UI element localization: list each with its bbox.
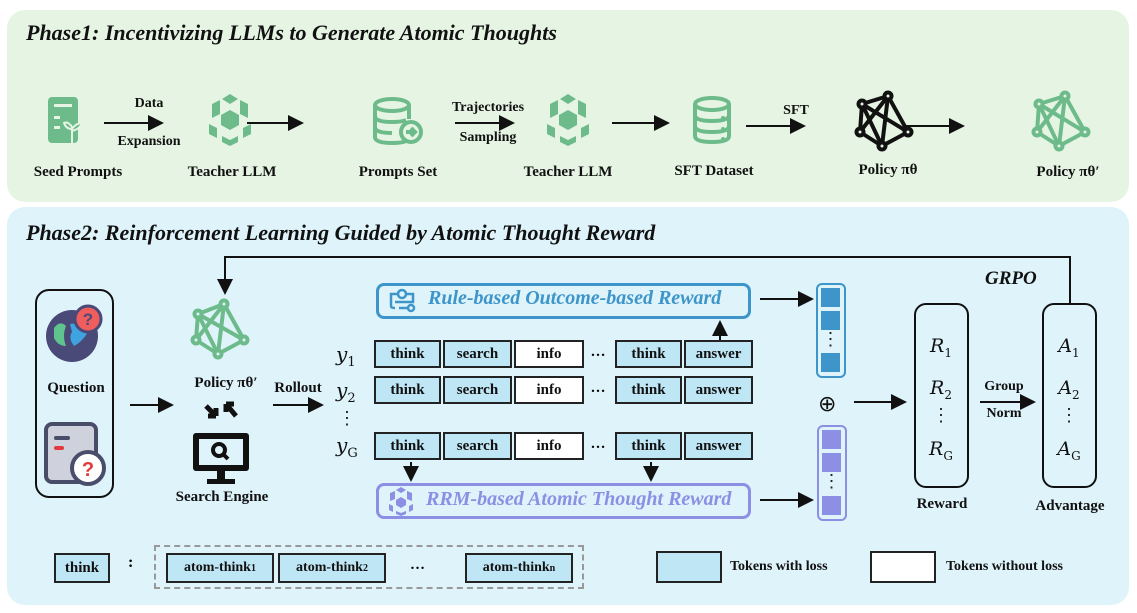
- edge-label-sampling: Sampling: [459, 130, 517, 145]
- edge-label-trajectories: Trajectories: [451, 100, 525, 115]
- norm-label: Norm: [986, 406, 1022, 421]
- token-info: info: [514, 340, 584, 368]
- search-engine-label: Search Engine: [175, 489, 269, 505]
- node-sft-dataset: SFT Dataset: [674, 163, 754, 179]
- reward-box: R1 R2 ⋮ RG: [914, 303, 969, 488]
- phase2-title: Phase2: Reinforcement Learning Guided by…: [26, 220, 656, 245]
- rollout-label: Rollout: [274, 380, 322, 396]
- token-search: search: [443, 376, 512, 404]
- node-policy-theta-prime: Policy πθ′: [1036, 164, 1100, 180]
- svg-text:?: ?: [82, 459, 94, 481]
- legend-colon: :: [128, 554, 134, 571]
- cube-cluster-icon: [209, 94, 251, 146]
- legend-swatch-with-loss: [656, 551, 722, 583]
- y1-label: y1: [336, 342, 356, 370]
- policy-label: Policy πθ′: [194, 375, 258, 391]
- legend-think-token: think: [54, 553, 110, 583]
- cube-cluster-icon: [389, 487, 413, 516]
- edge-label-sft: SFT: [783, 103, 809, 118]
- token-think: think: [615, 432, 682, 460]
- network-icon: [854, 90, 914, 152]
- token-think: think: [374, 340, 441, 368]
- token-answer: answer: [684, 340, 753, 368]
- question-box: [35, 289, 114, 498]
- legend-with-loss-label: Tokens with loss: [730, 559, 828, 574]
- rrm-score-column: ⋮: [817, 425, 847, 521]
- legend-swatch-without-loss: [870, 551, 936, 583]
- advantage-label: Advantage: [1035, 498, 1105, 514]
- rule-reward-box: [376, 283, 751, 319]
- seed-document-icon: [48, 97, 84, 143]
- grpo-label: GRPO: [985, 268, 1037, 289]
- token-think: think: [374, 432, 441, 460]
- rrm-reward-label: RRM-based Atomic Thought Reward: [426, 488, 732, 510]
- edge-label-data: Data: [134, 96, 164, 111]
- cube-cluster-icon: [547, 94, 589, 146]
- policy-network-icon: [190, 298, 250, 360]
- reward-label: Reward: [916, 496, 968, 512]
- exchange-arrows-icon: [204, 401, 238, 419]
- phase2-panel: [7, 207, 1129, 605]
- y2-label: y2: [336, 378, 356, 406]
- token-think: think: [615, 340, 682, 368]
- network-icon: [1031, 90, 1091, 152]
- token-info: info: [514, 432, 584, 460]
- node-teacher-llm: Teacher LLM: [187, 164, 277, 180]
- flow-icon: [389, 288, 416, 313]
- yG-label: yG: [336, 433, 358, 461]
- edge-label-expansion: Expansion: [117, 134, 181, 149]
- node-prompts-set: Prompts Set: [358, 164, 438, 180]
- legend-without-loss-label: Tokens without loss: [946, 559, 1063, 574]
- svg-text:?: ?: [83, 310, 93, 329]
- database-icon: [693, 96, 731, 145]
- node-teacher-llm-2: Teacher LLM: [523, 164, 613, 180]
- legend-ellipsis: …: [410, 557, 425, 573]
- rrm-reward-box: [376, 483, 751, 519]
- globe-question-icon: ?: [46, 304, 103, 362]
- database-export-icon: [373, 97, 423, 146]
- node-policy-theta: Policy πθ: [858, 162, 918, 178]
- phase1-title: Phase1: Incentivizing LLMs to Generate A…: [26, 20, 557, 45]
- token-answer: answer: [684, 376, 753, 404]
- node-seed-prompts: Seed Prompts: [33, 164, 123, 180]
- rule-reward-label: Rule-based Outcome-based Reward: [428, 287, 722, 309]
- token-search: search: [443, 340, 512, 368]
- advantage-box: A1 A2 ⋮ AG: [1042, 303, 1097, 488]
- plus-combine-symbol: ⊕: [818, 392, 837, 417]
- phase1-panel: [7, 10, 1129, 202]
- token-think: think: [615, 376, 682, 404]
- token-info: info: [514, 376, 584, 404]
- token-ellipsis: …: [590, 380, 606, 396]
- token-ellipsis: …: [590, 436, 606, 452]
- question-label: Question: [47, 380, 105, 396]
- token-think: think: [374, 376, 441, 404]
- document-question-icon: ?: [44, 422, 106, 486]
- group-label: Group: [984, 379, 1024, 394]
- phase1-arrows: [104, 115, 965, 134]
- token-ellipsis: …: [590, 344, 606, 360]
- grpo-feedback-arrow: [217, 256, 1071, 303]
- token-search: search: [443, 432, 512, 460]
- token-answer: answer: [684, 432, 753, 460]
- search-monitor-icon: [193, 433, 249, 484]
- rule-score-column: ⋮: [816, 283, 846, 378]
- atom-think-group: [154, 545, 584, 589]
